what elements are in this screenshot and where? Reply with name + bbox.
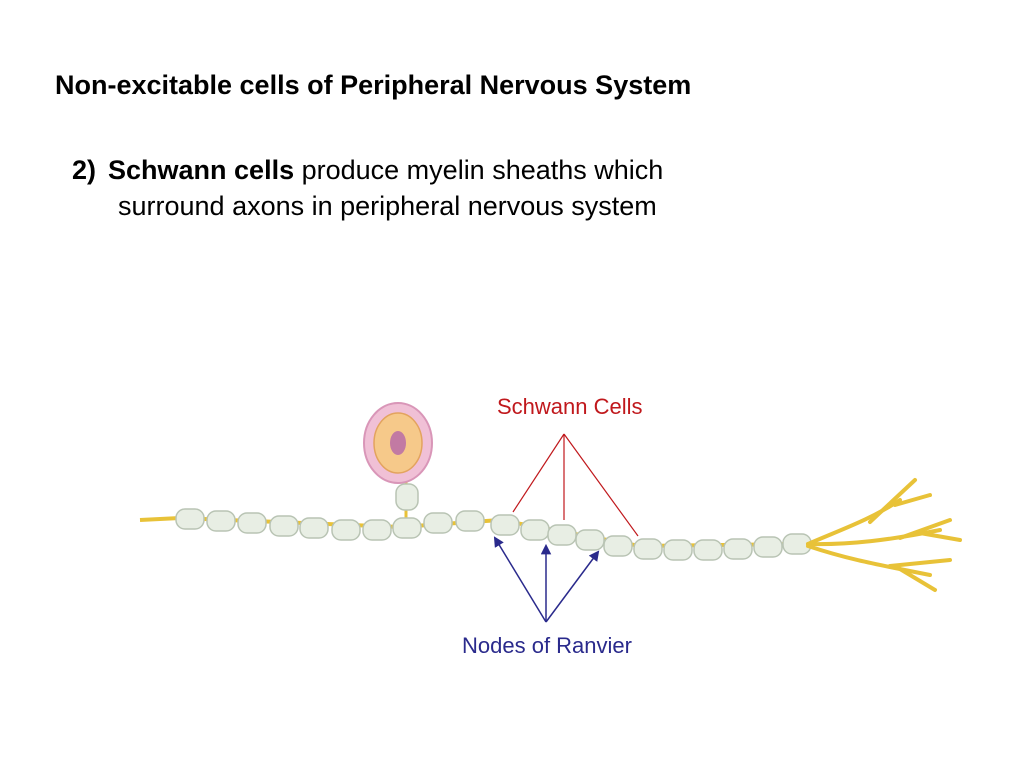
schwann-cell-segment: [455, 510, 485, 532]
schwann-cell-segment: [547, 524, 577, 546]
schwann-cell-segment: [520, 519, 550, 541]
bullet-line-1: 2) Schwann cells produce myelin sheaths w…: [72, 152, 663, 188]
schwann-cell-segment: [206, 510, 236, 532]
schwann-cell-segment: [723, 538, 753, 560]
schwann-cell-segment: [423, 512, 453, 534]
schwann-cell-segment: [331, 519, 361, 541]
schwann-cell-segment: [269, 515, 299, 537]
schwann-cell-segment: [603, 535, 633, 557]
schwann-pointer-lines: [512, 433, 639, 537]
point-text: produce myelin sheaths which: [301, 155, 664, 185]
slide-title: Non-excitable cells of Peripheral Nervou…: [55, 70, 692, 100]
node-pointer-arrows: [493, 536, 600, 623]
myelin-sheath: [175, 508, 812, 561]
schwann-cell-segment: [633, 538, 663, 560]
axon-terminals: [806, 478, 962, 592]
schwann-cell-segment: [175, 508, 205, 530]
schwann-cell-segment: [299, 517, 329, 539]
schwann-cell-segment: [753, 536, 783, 558]
schwann-cell-segment: [693, 539, 723, 561]
nodes-of-ranvier-label: Nodes of Ranvier: [462, 633, 632, 658]
point-number: 2): [72, 155, 97, 185]
axon: [139, 466, 801, 549]
point-term: Schwann cells: [108, 155, 295, 185]
schwann-cell-segment: [663, 539, 693, 561]
bullet-line-2: surround axons in peripheral nervous sys…: [118, 191, 657, 221]
schwann-cells-label: Schwann Cells: [497, 394, 643, 419]
schwann-cell-segment: [575, 529, 605, 551]
bullet-point: 2) Schwann cells produce myelin sheaths w…: [72, 152, 663, 224]
cell-body: [363, 402, 433, 511]
schwann-cell-segment: [392, 517, 422, 539]
schwann-cell-segment: [362, 519, 392, 541]
schwann-cell-segment: [237, 512, 267, 534]
schwann-cell-segment: [490, 514, 520, 536]
